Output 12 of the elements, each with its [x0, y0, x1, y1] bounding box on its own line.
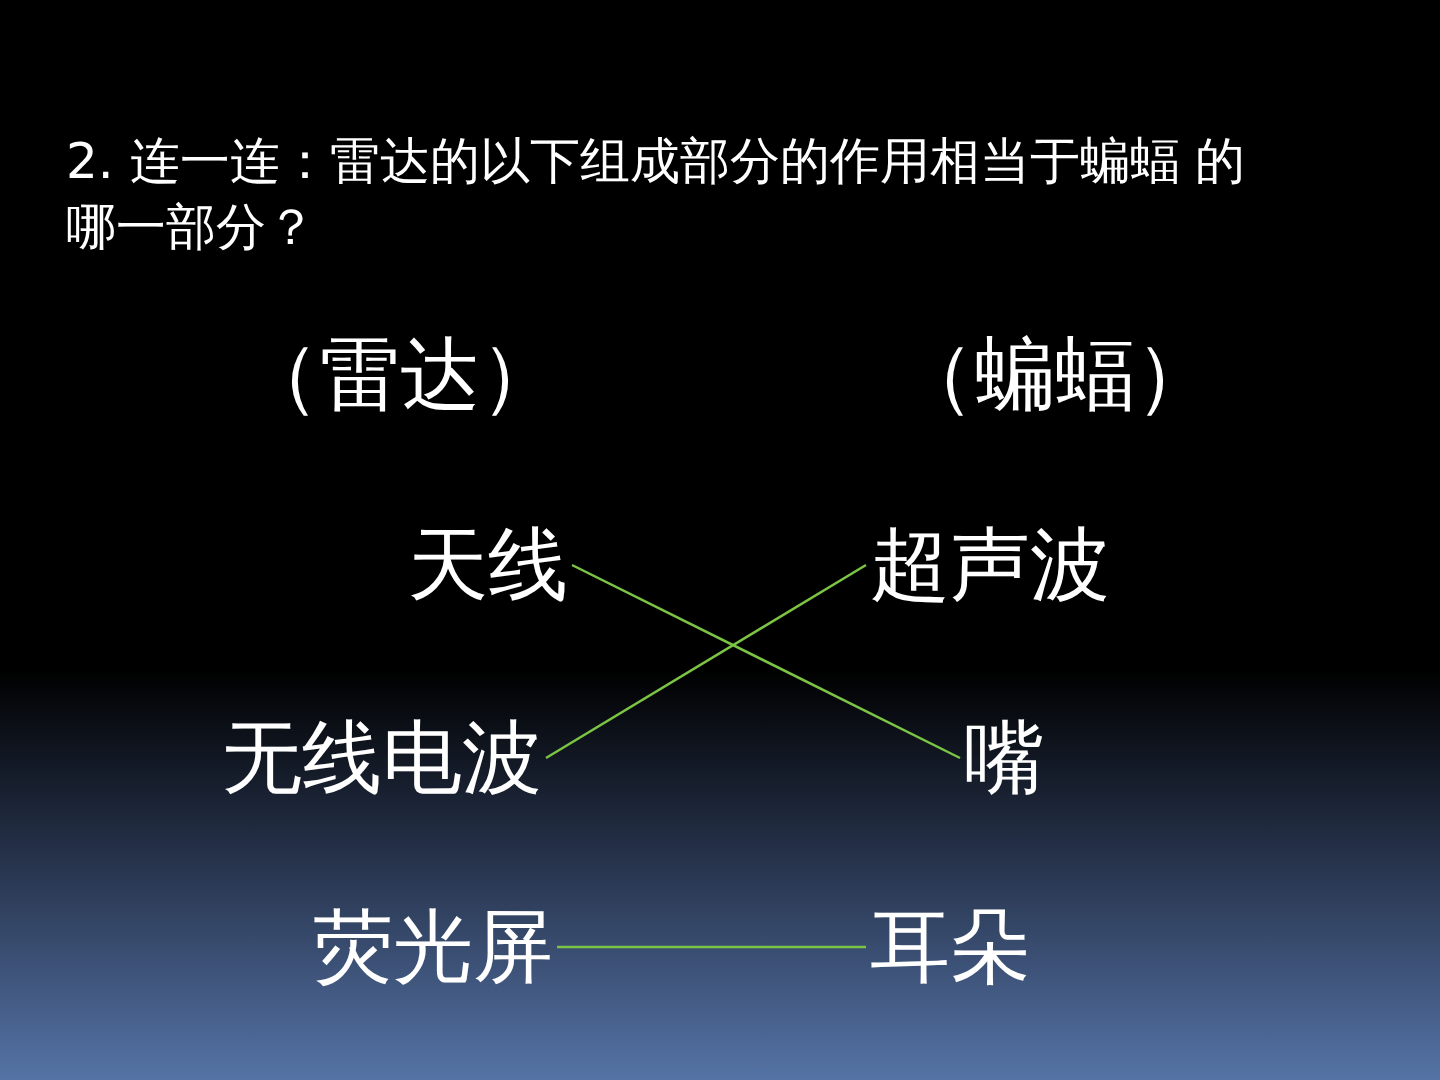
matching-line [545, 563, 867, 760]
matching-line [557, 945, 866, 949]
column-heading: （雷达） [240, 335, 560, 415]
question-title: 2. 连一连：雷达的以下组成部分的作用相当于蝙蝠 的哪一部分？ [66, 131, 1247, 258]
match-term: 无线电波 [222, 718, 542, 798]
match-term: 超声波 [870, 525, 1110, 605]
column-heading: （蝙蝠） [895, 335, 1215, 415]
match-term: 荧光屏 [313, 907, 553, 987]
match-term: 天线 [408, 525, 568, 605]
match-term: 嘴 [964, 718, 1044, 798]
matching-line [571, 563, 961, 760]
match-term: 耳朵 [870, 907, 1030, 987]
